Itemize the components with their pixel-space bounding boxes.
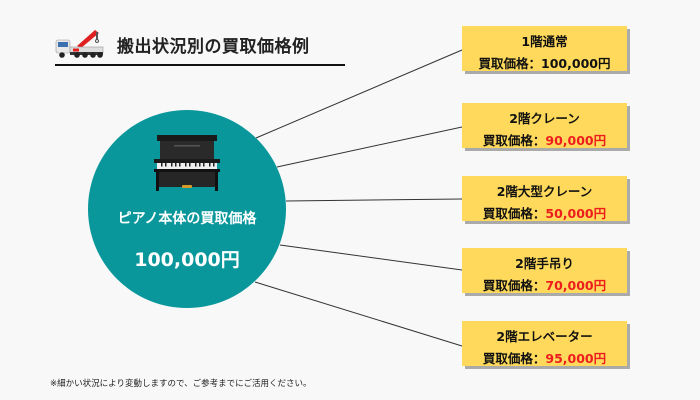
- crane-truck-icon: [55, 30, 104, 58]
- price-value: 90,000円: [545, 133, 607, 148]
- price-label: 買取価格：: [478, 56, 542, 71]
- price-box-2f-large-crane: 2階大型クレーン 買取価格：50,000円: [462, 176, 627, 221]
- price-value: 95,000円: [545, 351, 607, 366]
- box-price-row: 買取価格：70,000円: [462, 275, 627, 294]
- box-title: 2階手吊り: [515, 256, 574, 271]
- title-underline: [55, 64, 345, 66]
- price-box-1f-normal: 1階通常 買取価格：100,000円: [462, 26, 627, 71]
- page-title: 搬出状況別の買取価格例: [117, 37, 310, 57]
- center-label: ピアノ本体の買取価格: [117, 211, 257, 227]
- upright-piano-icon: [154, 135, 220, 191]
- box-price-row: 買取価格：90,000円: [462, 130, 627, 149]
- box-price-row: 買取価格：95,000円: [462, 348, 627, 367]
- box-title: 1階通常: [521, 34, 568, 49]
- price-label: 買取価格：: [482, 133, 546, 148]
- header: 搬出状況別の買取価格例: [55, 26, 345, 66]
- price-value: 50,000円: [545, 206, 607, 221]
- price-label: 買取価格：: [482, 351, 546, 366]
- price-label: 買取価格：: [482, 278, 546, 293]
- price-value: 100,000円: [541, 56, 611, 71]
- price-box-2f-elevator: 2階エレベーター 買取価格：95,000円: [462, 321, 627, 366]
- price-box-2f-crane: 2階クレーン 買取価格：90,000円: [462, 103, 627, 148]
- box-price-row: 買取価格：100,000円: [462, 53, 627, 72]
- box-title: 2階クレーン: [509, 111, 580, 126]
- box-price-row: 買取価格：50,000円: [462, 203, 627, 222]
- piano-price-circle: ピアノ本体の買取価格 100,000円: [88, 110, 286, 308]
- price-label: 買取価格：: [482, 206, 546, 221]
- price-box-2f-hand-lift: 2階手吊り 買取価格：70,000円: [462, 248, 627, 293]
- price-value: 70,000円: [545, 278, 607, 293]
- center-price: 100,000円: [134, 249, 240, 271]
- footnote: ※細かい状況により変動しますので、ご参考までにご活用ください。: [50, 379, 312, 389]
- box-title: 2階大型クレーン: [496, 184, 593, 199]
- box-title: 2階エレベーター: [496, 329, 593, 344]
